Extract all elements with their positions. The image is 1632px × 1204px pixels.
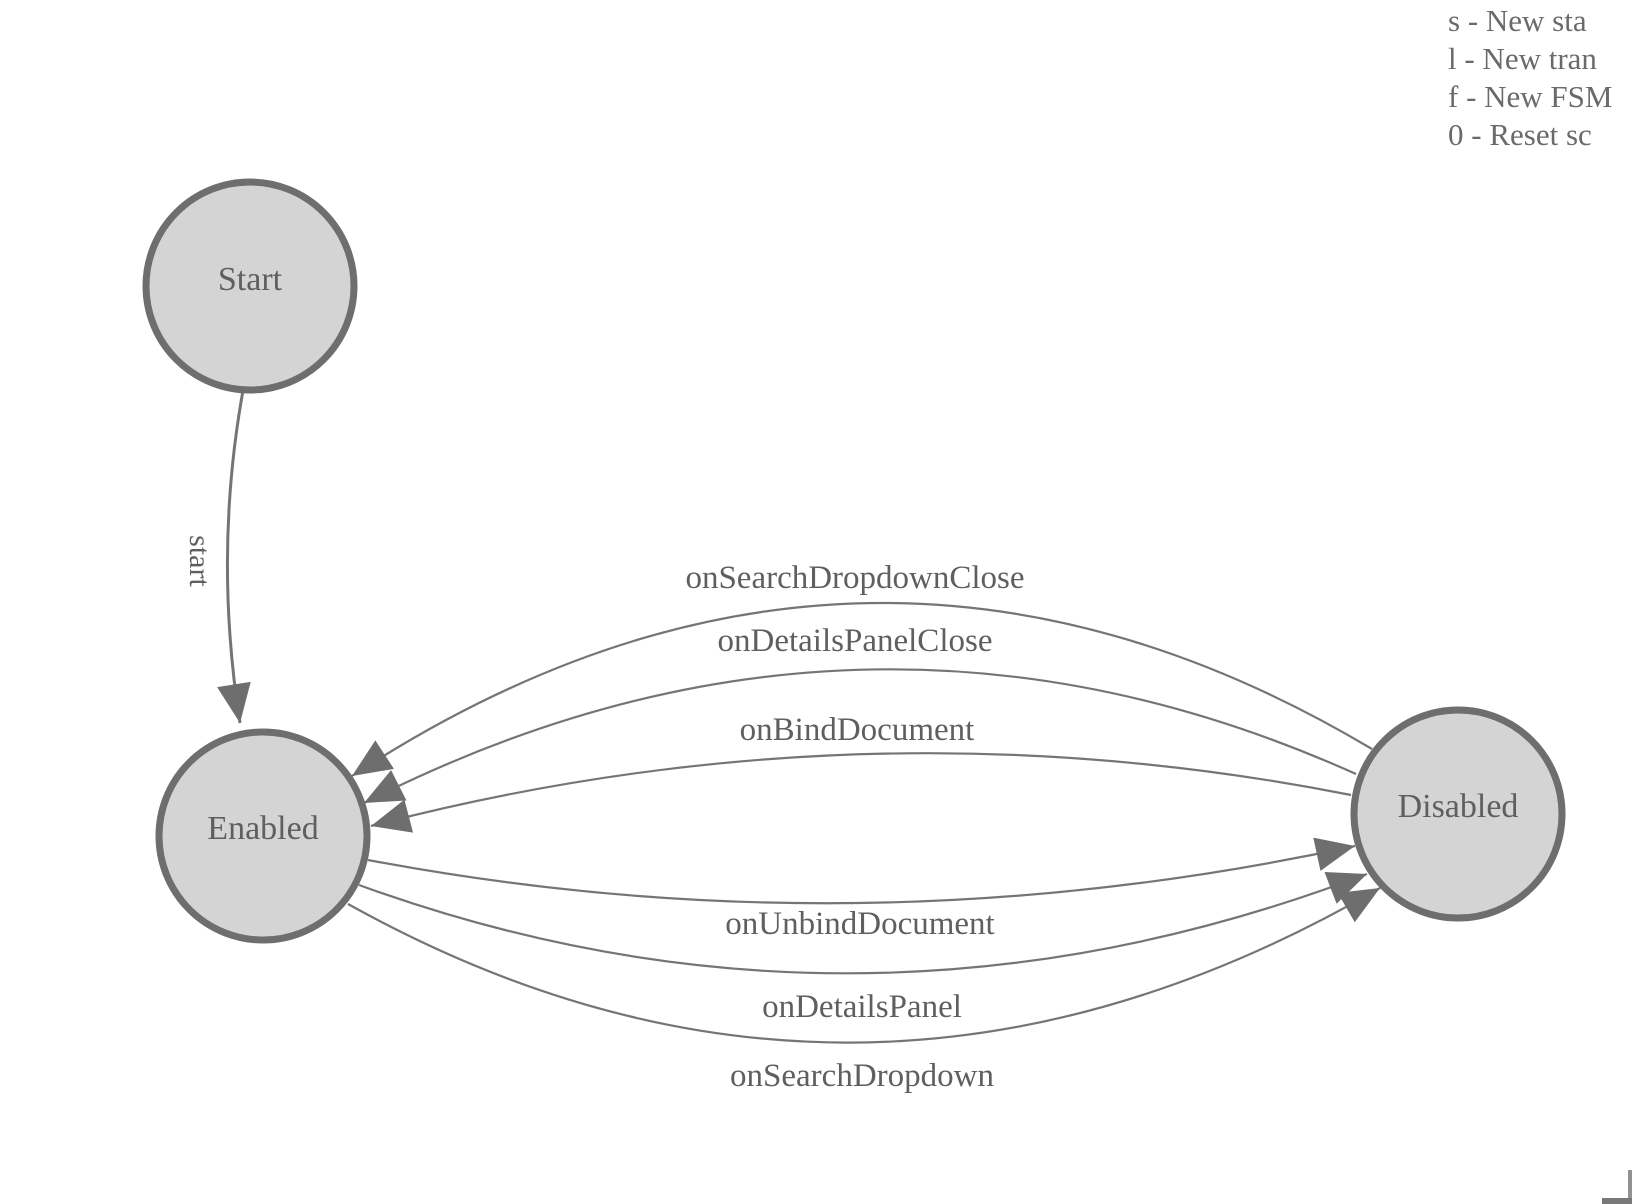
edge-onSearchDropdown-path[interactable] <box>347 887 1381 1044</box>
legend-line-reset: 0 - Reset sc <box>1448 117 1592 152</box>
node-disabled-label: Disabled <box>1398 788 1519 825</box>
edge-start: start <box>183 384 251 724</box>
edge-label-onDetailsPanelClose: onDetailsPanelClose <box>718 623 993 659</box>
edge-onDetailsPanelClose: onDetailsPanelClose <box>363 623 1357 804</box>
edge-onUnbindDocument: onUnbindDocument <box>367 837 1356 942</box>
shortcut-legend: s - New sta l - New tran f - New FSM 0 -… <box>1448 3 1612 152</box>
edge-label-start: start <box>183 535 216 587</box>
legend-line-new-fsm: f - New FSM <box>1448 79 1612 114</box>
edge-onSearchDropdown: onSearchDropdown <box>347 887 1381 1094</box>
edge-label-onDetailsPanel: onDetailsPanel <box>762 989 962 1025</box>
node-enabled: Enabled <box>155 728 371 944</box>
edge-onDetailsPanel: onDetailsPanel <box>358 871 1368 1025</box>
corner-resize-handle[interactable] <box>1602 1170 1632 1204</box>
node-disabled: Disabled <box>1350 706 1566 922</box>
edge-onSearchDropdownClose: onSearchDropdownClose <box>351 560 1373 777</box>
edge-label-onSearchDropdownClose: onSearchDropdownClose <box>685 560 1024 596</box>
edge-label-onBindDocument: onBindDocument <box>740 712 975 748</box>
edge-onDetailsPanelClose-path[interactable] <box>363 668 1357 804</box>
edge-start-path[interactable] <box>217 384 251 724</box>
edge-onUnbindDocument-path[interactable] <box>367 837 1356 905</box>
node-disabled-circle[interactable] <box>1350 706 1566 922</box>
node-start-circle[interactable] <box>142 178 358 394</box>
legend-line-new-transition: l - New tran <box>1448 41 1597 76</box>
corner-vertical-bar <box>1628 1170 1632 1204</box>
node-enabled-label: Enabled <box>207 810 318 847</box>
edge-onBindDocument: onBindDocument <box>370 712 1352 833</box>
edge-onBindDocument-path[interactable] <box>370 752 1352 833</box>
edge-label-onSearchDropdown: onSearchDropdown <box>730 1058 994 1094</box>
node-start-label: Start <box>218 261 283 298</box>
edge-label-onUnbindDocument: onUnbindDocument <box>725 906 994 942</box>
node-enabled-circle[interactable] <box>155 728 371 944</box>
corner-horizontal-bar <box>1602 1198 1632 1204</box>
node-start: Start <box>142 178 358 394</box>
edge-onDetailsPanel-path[interactable] <box>358 871 1368 975</box>
edge-onSearchDropdownClose-path[interactable] <box>351 601 1373 777</box>
legend-line-new-state: s - New sta <box>1448 3 1587 38</box>
